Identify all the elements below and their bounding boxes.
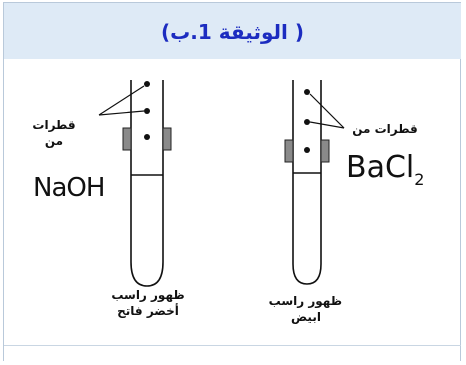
left-result-label: ظهور راسب أخضر فاتح xyxy=(110,287,186,319)
left-test-tube xyxy=(130,80,164,287)
document-frame xyxy=(3,2,461,361)
bottom-divider xyxy=(4,345,461,346)
right-reagent-bacl2: BaCl2 xyxy=(346,150,424,189)
left-drop xyxy=(144,81,150,87)
left-tube-clamp-right xyxy=(162,127,172,151)
left-drops-label-line1: قطرات xyxy=(32,118,76,132)
right-reagent-base: BaCl xyxy=(346,150,415,185)
right-result-line2: ابيض xyxy=(291,310,321,324)
right-result-label: ظهور راسب ابيض xyxy=(268,293,342,325)
right-tube-clamp-right xyxy=(320,139,330,163)
right-test-tube xyxy=(292,80,322,285)
left-drop xyxy=(144,108,150,114)
right-drop xyxy=(304,147,310,153)
right-drop xyxy=(304,89,310,95)
right-pointer-arrows xyxy=(309,93,345,129)
right-result-line1: ظهور راسب xyxy=(268,294,342,308)
left-tube-clamp-left xyxy=(122,127,132,151)
right-drop xyxy=(304,119,310,125)
right-drops-label: قطرات من xyxy=(352,122,418,136)
left-drop xyxy=(144,134,150,140)
left-pointer-arrows xyxy=(98,85,145,116)
right-reagent-subscript: 2 xyxy=(414,170,425,189)
left-result-line1: ظهور راسب xyxy=(111,288,185,302)
left-result-line2: أخضر فاتح xyxy=(117,304,179,318)
left-drops-label-line2: من xyxy=(44,134,64,148)
document-title: ( الوثيقة 1.ب) xyxy=(161,20,304,44)
title-band: ( الوثيقة 1.ب) xyxy=(4,3,461,59)
right-tube-clamp-left xyxy=(284,139,294,163)
left-reagent-naoh: NaOH xyxy=(33,173,105,203)
left-drops-label: قطرات من xyxy=(28,117,80,149)
